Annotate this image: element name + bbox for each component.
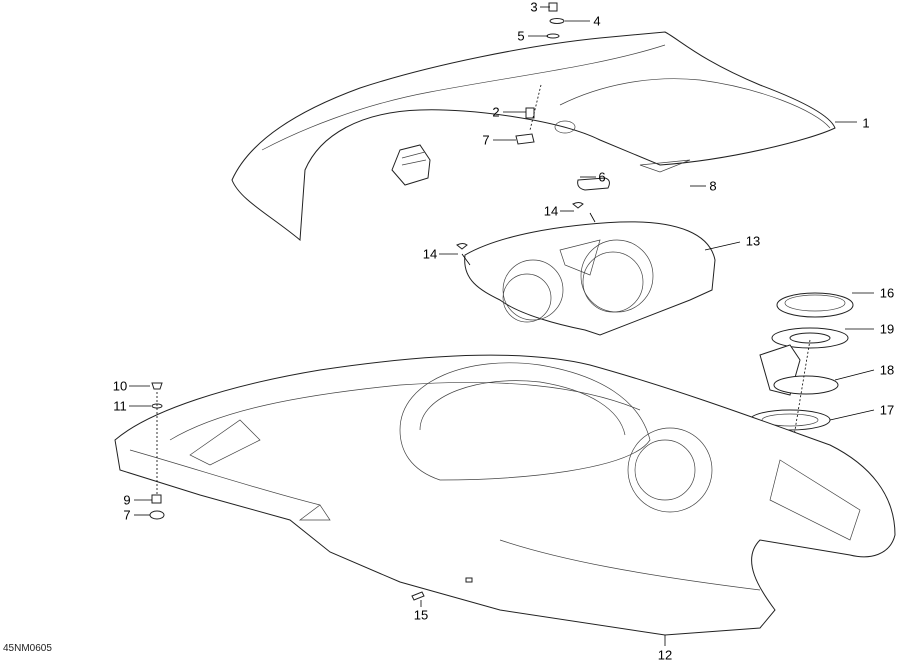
callout-3: 3: [530, 0, 538, 15]
pad-part-8: [577, 177, 610, 191]
callout-14-top: 14: [543, 203, 559, 219]
callout-14-left: 14: [422, 246, 438, 262]
fasteners-left: [149, 382, 425, 601]
callout-2: 2: [492, 104, 500, 120]
clip-part-6: [391, 144, 431, 186]
upper-cover-part-1: [231, 31, 836, 242]
lower-body-part-12: [114, 354, 896, 636]
fasteners-top: [515, 2, 565, 145]
callout-18: 18: [879, 362, 895, 378]
callout-6: 6: [598, 169, 606, 185]
callout-11: 11: [113, 398, 127, 414]
callout-19: 19: [879, 321, 895, 337]
callout-7-left: 7: [123, 507, 131, 523]
diagram-code: 45NM0605: [3, 643, 52, 654]
callout-10: 10: [112, 378, 128, 394]
callout-13: 13: [745, 233, 761, 249]
callout-12: 12: [657, 647, 673, 663]
callout-5: 5: [517, 28, 525, 44]
callout-7-top: 7: [482, 132, 490, 148]
callout-1: 1: [862, 115, 870, 131]
callout-15: 15: [413, 607, 429, 623]
callout-16: 16: [879, 285, 895, 301]
callout-17: 17: [879, 402, 895, 418]
callout-4: 4: [593, 13, 601, 29]
fuel-cap-rings: [749, 292, 854, 461]
callout-8: 8: [709, 178, 717, 194]
instrument-support-part-13: [456, 202, 716, 336]
leader-lines: [129, 6, 875, 646]
callout-9: 9: [123, 492, 131, 508]
